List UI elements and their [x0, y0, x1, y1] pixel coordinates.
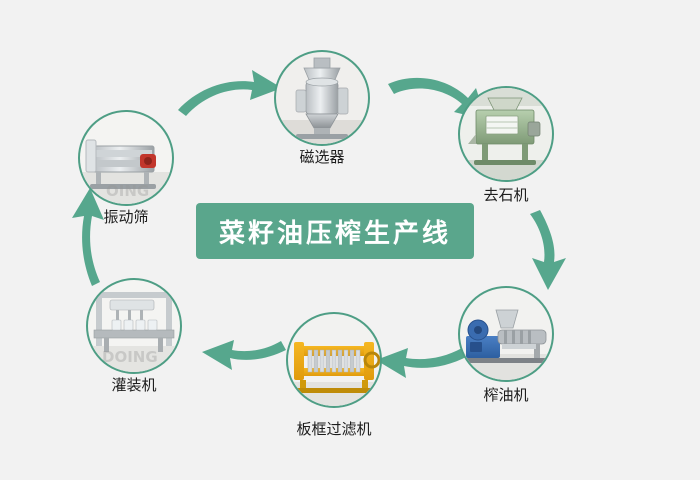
- node-label-destoner: 去石机: [483, 186, 528, 204]
- arrow-destoner-to-press: [530, 210, 566, 290]
- node-magnetic-separator[interactable]: [274, 50, 370, 146]
- node-oil-press[interactable]: [458, 286, 554, 382]
- arrow-press-to-filter: [376, 348, 468, 378]
- center-title-badge: 菜籽油压榨生产线: [196, 203, 474, 259]
- watermark-doing: DOING: [102, 348, 158, 366]
- node-label-vibrating-screen: 振动筛: [103, 208, 148, 226]
- arrow-filling-to-screen: [72, 188, 104, 286]
- node-label-magnetic-separator: 磁选器: [299, 148, 344, 166]
- arrow-screen-to-separator: [178, 70, 282, 116]
- node-label-filling-machine: 灌装机: [111, 376, 156, 394]
- arrow-separator-to-destoner: [388, 77, 486, 120]
- node-plate-frame-filter[interactable]: [286, 312, 382, 408]
- node-label-oil-press: 榨油机: [483, 386, 528, 404]
- node-vibrating-screen[interactable]: OING: [78, 110, 174, 206]
- node-label-plate-frame-filter: 板框过滤机: [296, 420, 371, 438]
- arrow-filter-to-filling: [202, 340, 286, 370]
- watermark-doing: OING: [106, 182, 149, 200]
- node-filling-machine[interactable]: DOING: [86, 278, 182, 374]
- node-destoner[interactable]: [458, 86, 554, 182]
- page-title: 菜籽油压榨生产线: [218, 218, 451, 249]
